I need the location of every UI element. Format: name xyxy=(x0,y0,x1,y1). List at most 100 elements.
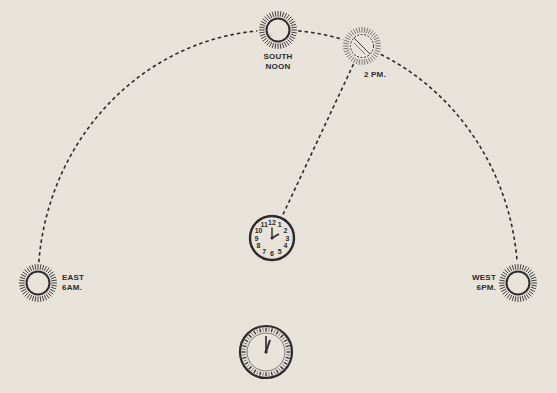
clock-tick xyxy=(268,328,270,332)
hour-hand xyxy=(266,340,270,352)
sun-ray xyxy=(21,274,26,276)
sun-ray xyxy=(372,33,376,37)
sun-ray xyxy=(375,43,380,45)
sun-ray xyxy=(40,264,42,269)
sun-ray xyxy=(522,296,524,301)
sun-ray xyxy=(344,50,349,52)
sun-ray xyxy=(522,265,524,270)
sun-ray xyxy=(289,19,293,22)
sun-ray xyxy=(269,42,271,47)
sun-ray xyxy=(260,24,265,26)
clock-tick xyxy=(249,335,252,338)
sun-ray xyxy=(374,37,379,39)
clock-numeral: 4 xyxy=(283,242,287,249)
clock-tick xyxy=(282,337,285,339)
clock-tick xyxy=(284,362,287,364)
sun-ray xyxy=(20,287,25,289)
sun-ray xyxy=(345,52,350,54)
clock-tick xyxy=(278,368,280,371)
sun-disc xyxy=(351,35,374,58)
sun-drawing xyxy=(258,10,298,50)
minute-hand xyxy=(271,228,272,239)
sun-ray xyxy=(359,59,361,64)
sun-ray xyxy=(290,21,295,23)
clock-tick xyxy=(251,368,253,371)
sun-ray xyxy=(505,270,509,274)
sun-ray xyxy=(526,294,529,298)
sun-ray xyxy=(375,50,380,52)
sun-ray xyxy=(500,287,505,289)
sun-ray xyxy=(364,59,366,64)
sun-disc xyxy=(507,272,530,295)
dashed-path xyxy=(381,54,517,262)
sun-ray xyxy=(512,265,514,270)
sun-ray xyxy=(49,291,53,294)
clock-inner-ring xyxy=(247,333,285,371)
sun-ray xyxy=(261,21,266,23)
sun-ray xyxy=(518,297,519,303)
sun-ray xyxy=(526,268,529,272)
sun-ray xyxy=(359,27,361,32)
dashed-path xyxy=(39,31,257,262)
sun-ray xyxy=(356,59,358,64)
clock-pivot xyxy=(264,350,267,353)
sun-ray xyxy=(282,43,284,48)
sun-ray xyxy=(35,264,37,269)
clock-numeral: 7 xyxy=(262,248,266,255)
sun-drawing xyxy=(342,26,382,66)
sun-ray xyxy=(374,52,379,54)
sun-ray xyxy=(531,277,536,279)
sun-ray xyxy=(343,46,349,47)
sun-drawing xyxy=(18,263,58,303)
sun-disc xyxy=(267,19,290,42)
clock-numeral: 6 xyxy=(270,250,274,257)
sun-ray xyxy=(261,36,266,38)
sun-ray xyxy=(528,270,532,274)
sun-ray xyxy=(259,30,265,31)
clock-tick xyxy=(265,373,266,377)
sun-ray xyxy=(40,296,42,301)
sun-ray xyxy=(289,38,293,41)
clock-tick xyxy=(260,372,261,376)
sun-ray xyxy=(362,27,363,33)
sun-ray xyxy=(259,27,264,29)
sun-ray xyxy=(19,283,25,284)
sun-ray xyxy=(292,30,298,31)
sun-ray xyxy=(25,293,29,297)
sun-ray xyxy=(376,46,382,47)
sun-ray xyxy=(499,285,504,287)
sun-ray xyxy=(343,43,348,45)
sun-ray xyxy=(263,19,267,22)
sun-ray xyxy=(529,272,533,275)
clock-tick xyxy=(247,364,250,366)
sun-ray xyxy=(509,295,511,300)
clock-tick xyxy=(243,343,247,345)
sun-ray xyxy=(38,297,39,303)
sun-ray xyxy=(353,29,355,34)
sun-ray xyxy=(50,289,55,291)
sun-ray xyxy=(49,272,53,275)
sun-ray xyxy=(505,293,509,297)
sun-ray xyxy=(532,283,538,284)
sun-ray xyxy=(265,40,269,44)
sun-ray xyxy=(259,32,264,34)
sun-ray xyxy=(499,280,504,282)
sun-ray xyxy=(27,268,30,272)
sun-ray xyxy=(21,289,26,291)
sun-hatch xyxy=(354,38,370,54)
sun-ray xyxy=(50,274,55,276)
sun-drawing xyxy=(498,263,538,303)
sun-ray xyxy=(372,56,376,60)
sun-ray xyxy=(267,41,270,45)
clock-tick xyxy=(276,370,278,373)
sun-ray xyxy=(23,291,27,294)
sun-ray xyxy=(32,265,34,270)
sun-ray xyxy=(515,264,517,269)
sun-ray xyxy=(52,283,58,284)
sun-ray xyxy=(512,296,514,301)
sun-ray xyxy=(23,272,27,275)
sun-ray xyxy=(375,40,380,42)
sun-ray xyxy=(284,13,286,18)
dashed-path xyxy=(298,31,343,40)
sun-ray xyxy=(35,296,37,301)
